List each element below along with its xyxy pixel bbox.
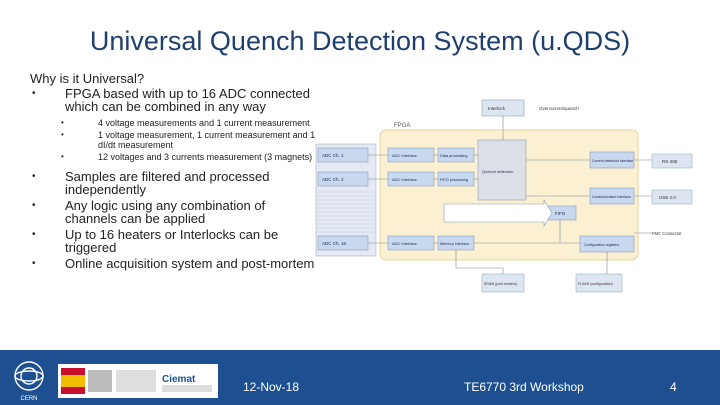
data-processing-label: Data processing: [440, 154, 467, 158]
bullet-text: Any logic using any combination of chann…: [65, 198, 266, 226]
footer-page-number: 4: [670, 380, 677, 394]
footer-workshop: TE6770 3rd Workshop: [464, 380, 584, 394]
adc-interface-label: ADC interface: [392, 241, 418, 246]
cern-logo-text: CERN: [20, 396, 37, 402]
usb-box: [651, 189, 693, 205]
sub-bullet-text: 4 voltage measurements and 1 current mea…: [98, 118, 310, 128]
communication-label: Communication interface: [592, 195, 631, 199]
interlock-label: Interlock: [488, 106, 506, 111]
bullet-marker: •: [32, 200, 36, 211]
flash-label: FLASH (configuration): [578, 282, 613, 286]
ciemat-logo-text: Ciemat: [162, 374, 196, 385]
sub-bullet-text: 12 voltages and 3 currents measurement (…: [98, 152, 313, 162]
rs485-box: [651, 153, 693, 169]
fifo-processing-label: FIFO processing: [440, 178, 468, 182]
cern-logo-icon: CERN: [14, 361, 44, 402]
config-registers-label: Configuration registers: [584, 243, 619, 247]
partner-logos: Ciemat: [58, 364, 218, 398]
sub-bullet-text: 1 voltage measurement, 1 current measure…: [98, 130, 316, 150]
bullet-text: Online acquisition system and post-morte…: [65, 256, 315, 271]
quench-detection-label: Quench detection: [482, 169, 513, 174]
bullet-logic: • Any logic using any combination of chan…: [30, 199, 320, 225]
adc-ch16-label: ADC Ch. 16: [322, 241, 347, 246]
block-diagram: FPGA Interlock Overcurrent/quench ADC Ch…: [315, 99, 693, 293]
sub-bullet-2: • 1 voltage measurement, 1 current measur…: [30, 130, 320, 150]
rs485-label: RS-485: [662, 159, 678, 164]
adc-interface-label: ADC interface: [392, 177, 418, 182]
bullet-marker: •: [32, 88, 36, 99]
footer-date: 12-Nov-18: [243, 380, 300, 394]
fmc-label: FMC Connector: [652, 231, 682, 236]
bullet-fpga: • FPGA based with up to 16 ADC connected…: [30, 87, 320, 113]
sub-bullet-list: • 4 voltage measurements and 1 current me…: [30, 118, 320, 162]
fifo-label: FIFO: [555, 211, 566, 216]
adc-stack-lines: [316, 191, 376, 233]
bullet-marker: •: [61, 152, 64, 161]
connectors: [368, 154, 652, 274]
fpga-label: FPGA: [394, 123, 410, 129]
bullet-marker: •: [61, 118, 64, 127]
overcurrent-label: Overcurrent/quench: [539, 106, 579, 111]
bullet-marker: •: [32, 258, 36, 269]
bullet-text: FPGA based with up to 16 ADC connected w…: [65, 86, 310, 114]
bullet-text: Up to 16 heaters or Interlocks can be tr…: [65, 227, 279, 255]
bullet-text: Samples are filtered and processed indep…: [65, 169, 270, 197]
bullet-acquisition: • Online acquisition system and post-mort…: [30, 257, 320, 270]
bullet-heaters: • Up to 16 heaters or Interlocks can be t…: [30, 228, 320, 254]
sram-label: SRAM (post mortem): [484, 282, 517, 286]
quench-detection-box: [477, 139, 527, 201]
spain-ministry-logo-icon: Ciemat: [61, 368, 212, 394]
adc-interface-label: ADC interface: [392, 153, 418, 158]
bullet-filtered: • Samples are filtered and processed inde…: [30, 170, 320, 196]
intro-line: Why is it Universal?: [30, 71, 145, 86]
slide-body: Why is it Universal? • FPGA based with u…: [30, 72, 320, 273]
adc-ch1-label: ADC Ch. 1: [322, 153, 344, 158]
flash-box: [575, 273, 623, 293]
bullet-marker: •: [32, 229, 36, 240]
slide-title: Universal Quench Detection System (u.QDS…: [89, 26, 631, 56]
usb-label: USB 2.0: [659, 195, 676, 200]
fifo-big-arrow: [443, 198, 553, 228]
memory-interface-label: Memory interface: [440, 242, 469, 246]
footer-bar: CERN Ciemat 12-Nov-18 TE6770 3rd Worksho…: [0, 350, 720, 405]
adc-ch2-label: ADC Ch. 2: [322, 177, 344, 182]
current-detection-label: Current detection interface: [592, 159, 633, 163]
bullet-marker: •: [32, 171, 36, 182]
bullet-marker: •: [61, 130, 64, 139]
sub-bullet-1: • 4 voltage measurements and 1 current me…: [30, 118, 320, 128]
sub-bullet-3: • 12 voltages and 3 currents measurement …: [30, 152, 320, 162]
